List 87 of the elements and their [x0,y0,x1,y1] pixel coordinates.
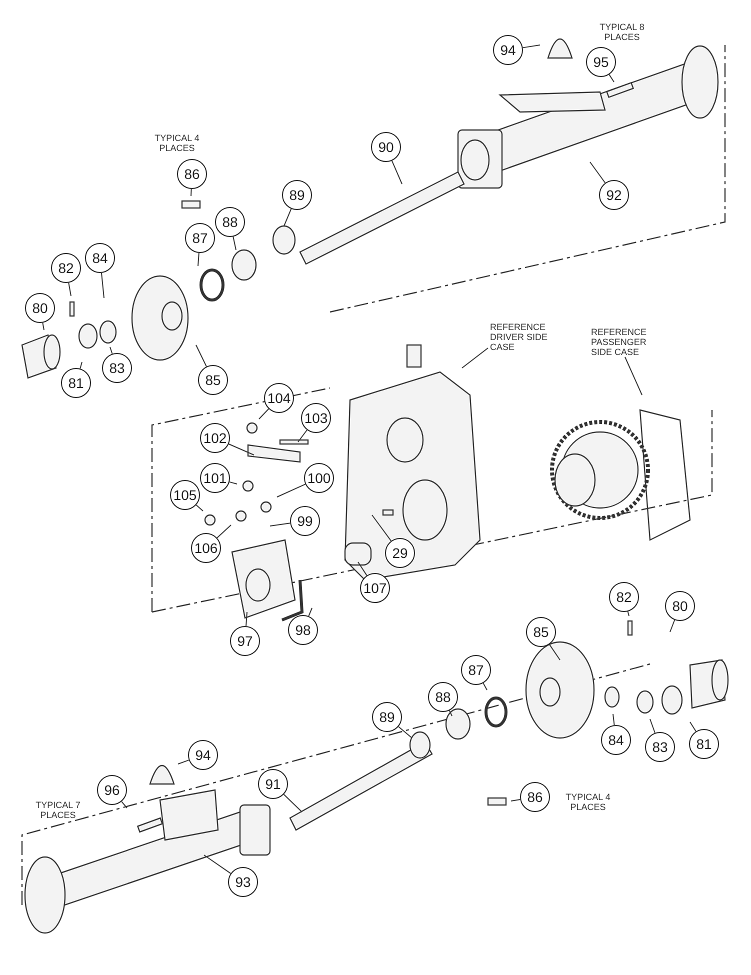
leader-line [548,644,560,660]
reference-note: REFERENCE PASSENGER SIDE CASE [591,327,669,357]
callout-number: 80 [665,591,695,621]
callout-number: 82 [51,253,81,283]
leader-line [216,524,232,538]
callout-number: 97 [230,626,260,656]
leader-line [228,444,254,456]
note-text: TYPICAL 4 PLACES [154,133,200,153]
leader-line [482,682,488,690]
leader-line [670,620,676,632]
callout-number: 81 [689,729,719,759]
leader-line [42,322,44,330]
callout-number: 96 [97,775,127,805]
callout-number: 98 [288,615,318,645]
leader-line [178,760,190,764]
callout-number: 83 [645,732,675,762]
leader-line [204,854,232,874]
leader-line [121,801,128,808]
leader-line [68,282,72,296]
leader-line [101,272,104,298]
leader-line [232,236,236,250]
callout-number: 102 [200,423,230,453]
callout-number: 99 [290,506,320,536]
leader-line [308,608,312,617]
leader-line [398,726,412,738]
reference-note: REFERENCE DRIVER SIDE CASE [490,322,568,352]
leader-line [391,160,402,184]
callout-number: 82 [609,582,639,612]
note-text: TYPICAL 7 PLACES [34,800,82,820]
leader-line [510,798,521,802]
callout-number: 86 [520,782,550,812]
leader-line [590,162,606,184]
callout-number: 87 [185,223,215,253]
leader-line [448,710,452,716]
leader-line [228,481,238,484]
callout-number: 103 [301,403,331,433]
callout-number: 94 [493,35,523,65]
leader-line [522,44,540,48]
callout-number: 107 [360,573,390,603]
callout-number: 92 [599,180,629,210]
leader-line [627,611,630,616]
callout-number: 83 [102,353,132,383]
callout-number: 80 [25,293,55,323]
leader-line [462,348,488,368]
note-text: TYPICAL 4 PLACES [564,792,612,812]
leader-line [196,504,204,512]
leader-line [690,722,696,732]
leader-line [110,346,113,354]
leader-line [246,612,248,627]
leader-line [283,794,302,812]
leader-line [198,252,200,266]
callout-number: 85 [526,617,556,647]
leader-line [196,344,207,367]
leader-line [80,362,82,370]
leader-line [624,356,642,396]
leader-line [612,714,615,726]
callout-number: 88 [215,207,245,237]
leader-line [190,188,192,196]
callout-number: 91 [258,769,288,799]
callout-number: 81 [61,368,91,398]
leader-line [276,484,306,498]
callout-number: 84 [85,243,115,273]
note-text: TYPICAL 8 PLACES [598,22,646,42]
callout-number: 85 [198,365,228,395]
leader-line [270,522,291,526]
callout-number: 93 [228,867,258,897]
callout-number: 89 [372,702,402,732]
leader-line [284,208,292,226]
callout-number: 84 [601,725,631,755]
callout-number: 89 [282,180,312,210]
callout-number: 88 [428,682,458,712]
callout-number: 95 [586,47,616,77]
callout-number: 101 [200,463,230,493]
callout-number: 105 [170,480,200,510]
callout-number: 100 [304,463,334,493]
leader-line [650,718,656,734]
callout-number: 94 [188,740,218,770]
leader-line [258,408,270,420]
callout-number: 106 [191,533,221,563]
callout-number: 86 [177,159,207,189]
leader-line [298,430,308,442]
callout-number: 87 [461,655,491,685]
leader-line [358,562,368,576]
callout-number: 104 [264,383,294,413]
callout-number: 90 [371,132,401,162]
leader-line [372,514,392,542]
leader-line [608,74,614,82]
